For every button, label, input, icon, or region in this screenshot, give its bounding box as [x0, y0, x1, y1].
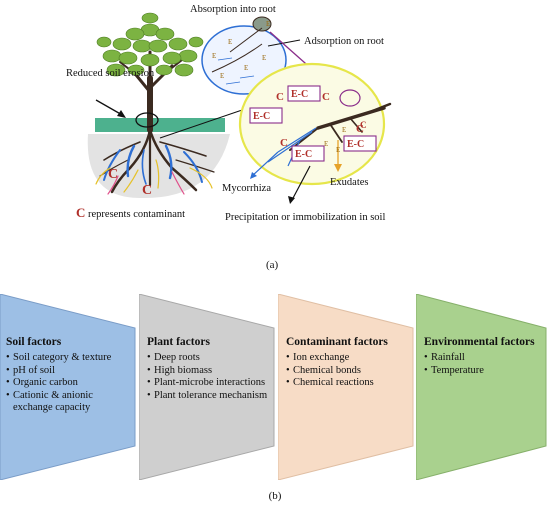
enzyme-mark-6: E: [266, 20, 270, 28]
svg-text:E-C: E-C: [347, 139, 364, 150]
enzyme-mark-1: E: [228, 38, 232, 46]
contaminant-mark-6: C: [280, 137, 288, 149]
factor-item: Plant-microbe interactions: [147, 377, 275, 390]
factor-list: Rainfall Temperature: [424, 352, 550, 377]
enzyme-mark-2: E: [212, 52, 216, 60]
reduced-soil-erosion-label: Reduced soil erosion: [66, 68, 155, 79]
factors-panel: Soil factors Soil category & texture pH …: [0, 294, 550, 480]
erosion-arrowhead: [117, 110, 126, 118]
ec-complex-4: E-C: [291, 145, 325, 162]
contaminant-mark-3: C: [276, 91, 284, 103]
factor-item: Ion exchange: [286, 352, 414, 365]
mycorrhiza-label: Mycorrhiza: [222, 183, 271, 194]
ec-complex-1: E-C: [287, 85, 321, 102]
enzyme-mark-9: E: [342, 126, 346, 134]
caption-b: (b): [268, 490, 282, 502]
contaminant-mark-1: C: [108, 167, 118, 182]
factor-item: Chemical reactions: [286, 377, 414, 390]
enzyme-mark-4: E: [220, 72, 224, 80]
caption-a: (a): [266, 259, 279, 271]
legend-contaminant-symbol: C: [76, 205, 85, 220]
exudates-label: Exudates: [330, 177, 369, 188]
factor-item: Plant tolerance mechanism: [147, 390, 275, 403]
precipitation-label: Precipitation or immobilization in soil: [225, 212, 385, 223]
adsorption-arrow: [267, 39, 301, 47]
ec-complex-2: E-C: [249, 107, 283, 124]
root-detail-circle: [201, 25, 287, 95]
factor-item: High biomass: [147, 365, 275, 378]
svg-text:E-C: E-C: [291, 89, 308, 100]
factor-list: Soil category & texture pH of soil Organ…: [6, 352, 134, 415]
factor-list: Deep roots High biomass Plant-microbe in…: [147, 352, 275, 402]
factor-title: Contaminant factors: [286, 336, 388, 348]
absorption-into-root-label: Absorption into root: [190, 4, 276, 15]
factor-environmental-shape: [416, 294, 547, 480]
precipitation-arrow: [291, 165, 311, 201]
factor-list: Ion exchange Chemical bonds Chemical rea…: [286, 352, 414, 390]
svg-text:E-C: E-C: [253, 111, 270, 122]
factor-title: Plant factors: [147, 336, 210, 348]
svg-text:E-C: E-C: [295, 149, 312, 160]
precipitation-arrowhead: [288, 196, 295, 204]
contaminant-mark-4: C: [322, 91, 330, 103]
phytoremediation-diagram: C C Reduced soil erosion Absorption into…: [66, 4, 392, 271]
factor-item: Temperature: [424, 365, 550, 378]
exudates-arrowhead: [334, 164, 342, 172]
factor-item: pH of soil: [6, 365, 134, 378]
enzyme-mark-3: E: [244, 64, 248, 72]
factor-item: Chemical bonds: [286, 365, 414, 378]
contaminant-mark-2: C: [142, 183, 152, 198]
contaminant-mark-5: C: [356, 123, 364, 135]
root-cell: [252, 16, 272, 32]
root-zone-highlight: [135, 112, 159, 128]
contaminant-mark-7: C: [360, 120, 367, 130]
factor-plant: Plant factors Deep roots High biomass Pl…: [139, 294, 279, 480]
factor-contaminant: Contaminant factors Ion exchange Chemica…: [278, 294, 418, 480]
root-tip-highlight: [339, 89, 361, 107]
mycorrhiza-arrow: [251, 151, 279, 177]
enzyme-mark-5: E: [262, 54, 266, 62]
enzyme-mark-8: E: [336, 146, 340, 154]
tree-canopy: [96, 12, 204, 77]
adsorption-on-root-label: Adsorption on root: [304, 36, 384, 47]
mycorrhiza-arrowhead: [250, 172, 257, 179]
factor-title: Environmental factors: [424, 336, 535, 348]
factor-item: Cationic & anionic exchange capacity: [6, 390, 134, 415]
zoom-connector: [159, 107, 249, 139]
factor-item: Rainfall: [424, 352, 550, 365]
root-detail-fine-lines: [217, 57, 255, 85]
factor-item: Deep roots: [147, 352, 275, 365]
root-system: [95, 128, 215, 195]
root-detail-lines: [211, 27, 263, 73]
factor-item: Organic carbon: [6, 377, 134, 390]
factor-title: Soil factors: [6, 336, 62, 348]
soil-band: [95, 118, 225, 132]
factor-item: Soil category & texture: [6, 352, 134, 365]
factor-environmental: Environmental factors Rainfall Temperatu…: [416, 294, 550, 480]
enzyme-mark-7: E: [324, 140, 328, 148]
ec-complex-3: E-C: [343, 135, 377, 152]
factor-soil: Soil factors Soil category & texture pH …: [0, 294, 140, 480]
legend-contaminant-text: represents contaminant: [88, 209, 185, 220]
